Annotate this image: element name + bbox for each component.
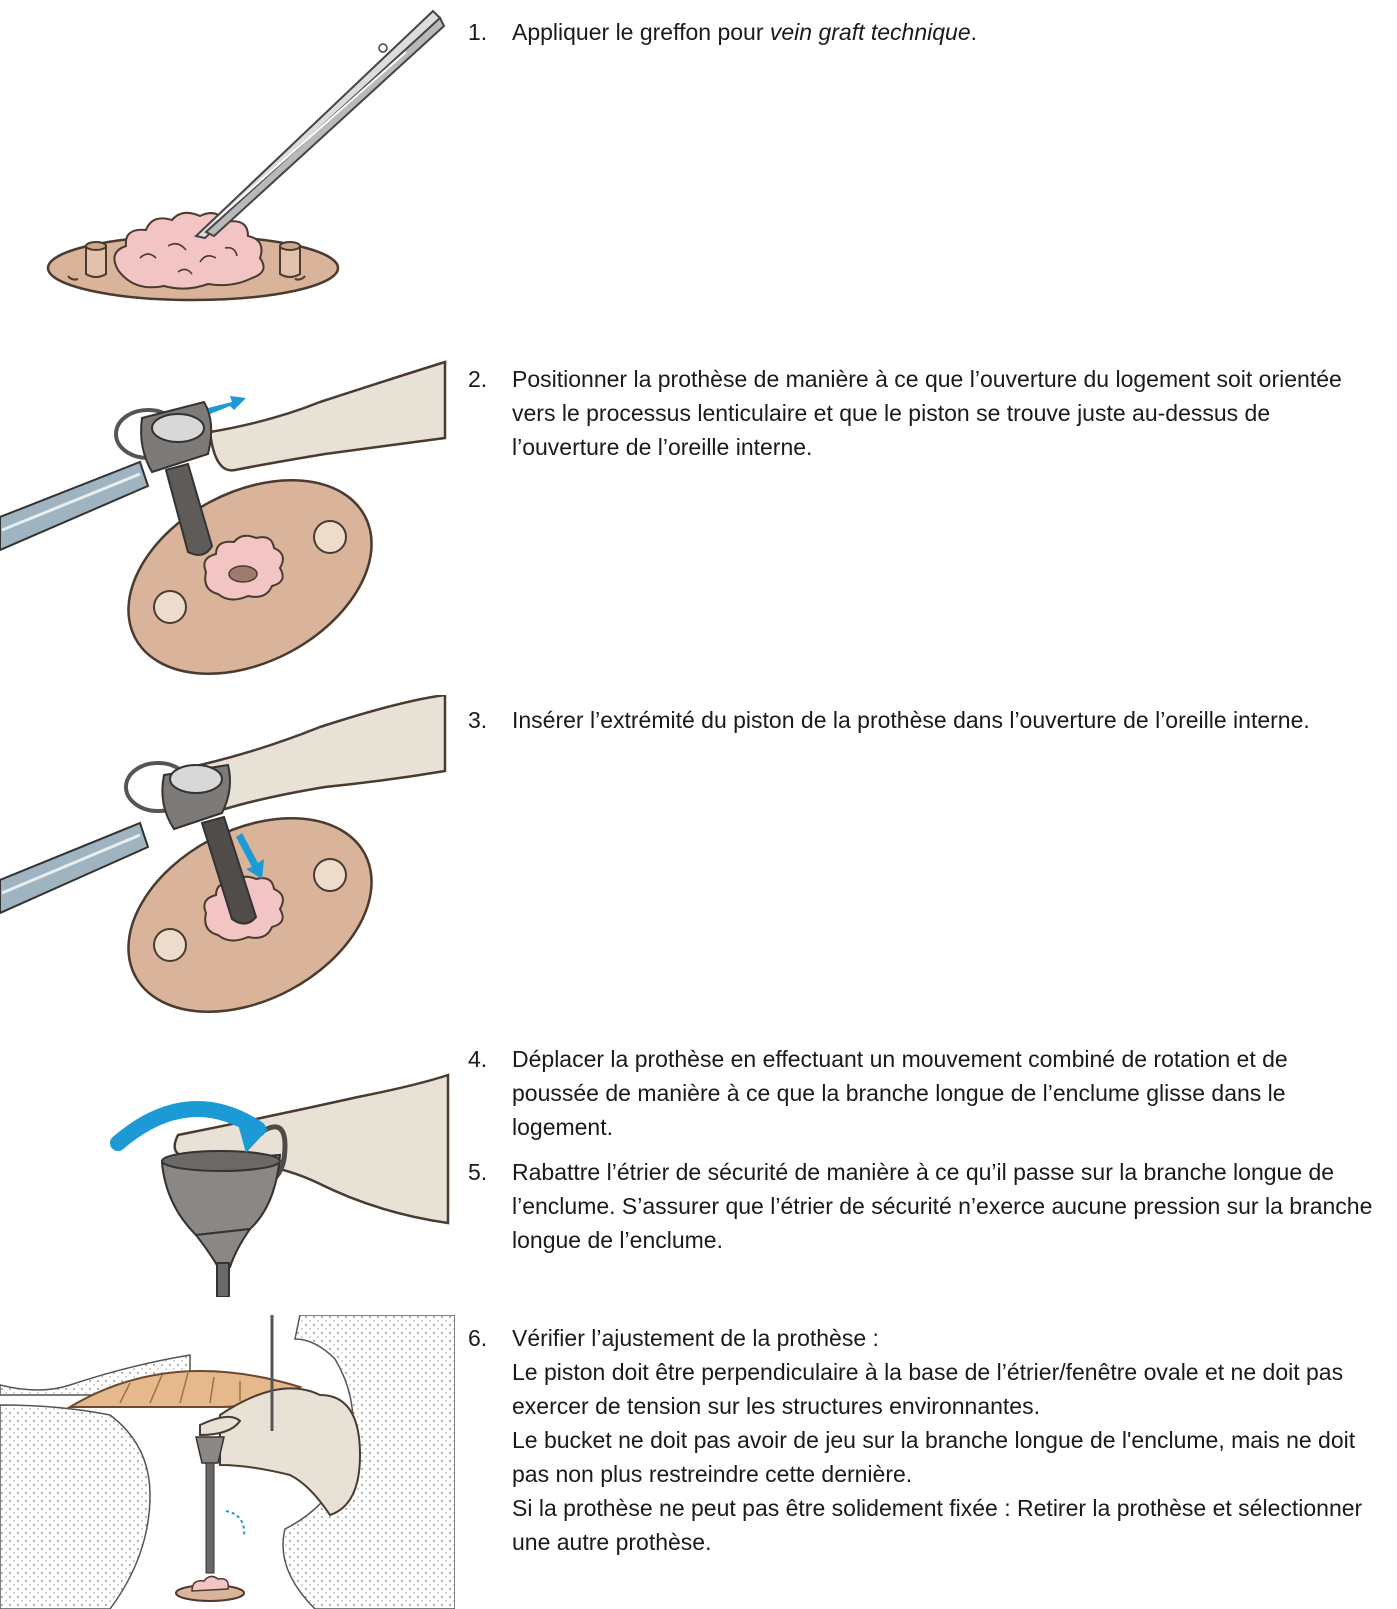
illustration-positioning xyxy=(0,352,455,677)
step-5: 5. Rabattre l’étrier de sécurité de mani… xyxy=(468,1155,1373,1257)
step-text: Appliquer le greffon pour vein graft tec… xyxy=(512,15,1373,49)
step-4: 4. Déplacer la prothèse en effectuant un… xyxy=(468,1042,1373,1144)
step-number: 4. xyxy=(468,1042,487,1076)
step-number: 6. xyxy=(468,1321,487,1355)
step-text: Déplacer la prothèse en effectuant un mo… xyxy=(512,1042,1373,1144)
step-number: 3. xyxy=(468,703,487,737)
step-number: 2. xyxy=(468,362,487,396)
step-3: 3. Insérer l’extrémité du piston de la p… xyxy=(468,703,1373,737)
step-line: Vérifier l’ajustement de la prothèse : xyxy=(512,1321,1373,1355)
step-2: 2. Positionner la prothèse de manière à … xyxy=(468,362,1373,464)
illustration-insertion xyxy=(0,695,455,1020)
step-6: 6. Vérifier l’ajustement de la prothèse … xyxy=(468,1321,1373,1559)
step-text-italic: vein graft technique xyxy=(770,19,971,45)
illustration-fit-check xyxy=(0,1315,455,1609)
step-line: Le piston doit être perpendiculaire à la… xyxy=(512,1355,1373,1423)
illustration-graft-application xyxy=(0,0,455,315)
step-line: Le bucket ne doit pas avoir de jeu sur l… xyxy=(512,1423,1373,1491)
step-number: 1. xyxy=(468,15,487,49)
step-text: Insérer l’extrémité du piston de la prot… xyxy=(512,703,1373,737)
step-text: Vérifier l’ajustement de la prothèse : L… xyxy=(512,1321,1373,1559)
step-1: 1. Appliquer le greffon pour vein graft … xyxy=(468,15,1373,49)
step-number: 5. xyxy=(468,1155,487,1189)
step-text: Rabattre l’étrier de sécurité de manière… xyxy=(512,1155,1373,1257)
step-line: Si la prothèse ne peut pas être solideme… xyxy=(512,1491,1373,1559)
illustration-rotation xyxy=(0,1065,455,1297)
step-text: Positionner la prothèse de manière à ce … xyxy=(512,362,1373,464)
